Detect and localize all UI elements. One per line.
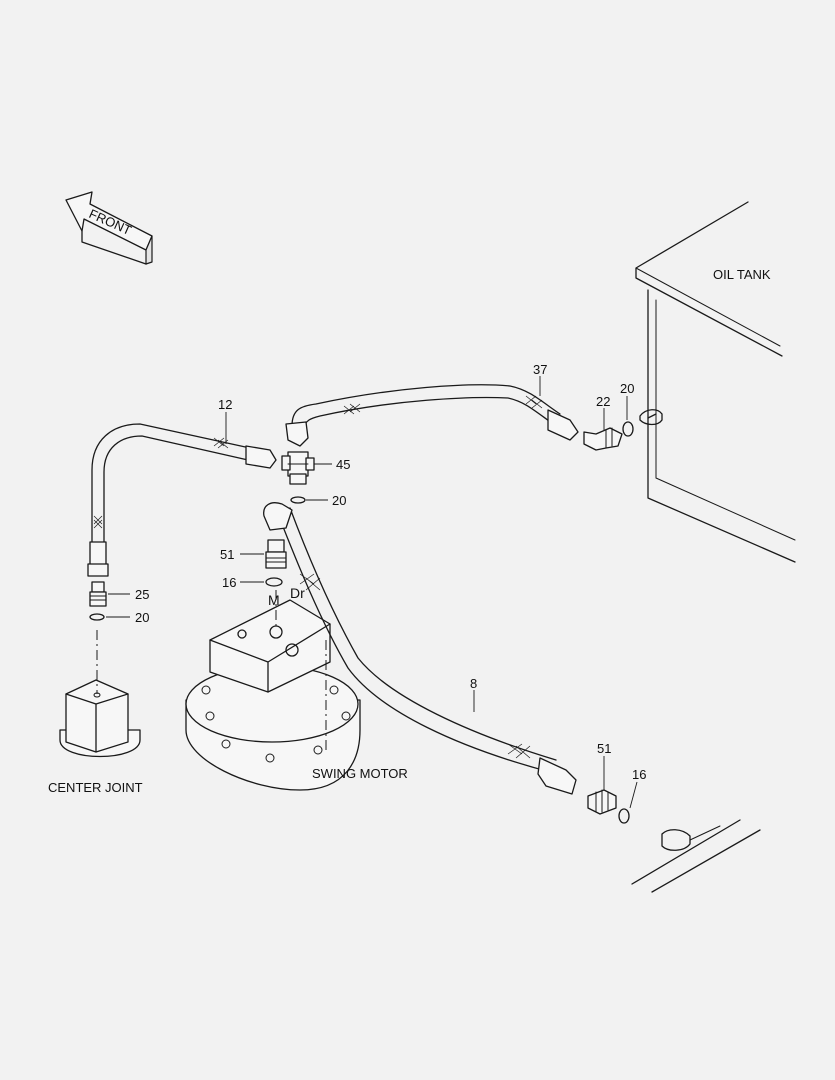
callout-16-motor-label: 16 [222,575,236,590]
callout-22: 22 [596,394,610,430]
callout-37-label: 37 [533,362,547,377]
callout-45: 45 [314,457,350,472]
o-ring-20-joint [89,613,105,621]
o-ring-20-tank [622,421,634,437]
callout-45-label: 45 [336,457,350,472]
tank-return-port [631,819,761,893]
callout-25: 25 [108,587,149,602]
callout-51-tank-label: 51 [597,741,611,756]
callout-20-joint: 20 [106,610,149,625]
o-ring-16-tank [618,808,630,824]
swing-motor: SWING MOTOR M Dr [185,585,408,791]
hose-37 [285,384,579,447]
callout-16-tank-label: 16 [632,767,646,782]
port-m-label: M [268,592,280,608]
fitting-25 [89,581,107,607]
callout-16-tank: 16 [629,767,646,809]
callout-12: 12 [218,397,232,444]
hose-12 [87,423,277,577]
elbow-fitting-22 [583,427,623,451]
front-arrow-label: FRONT [87,206,134,238]
callout-16-motor: 16 [222,575,264,590]
callout-51-motor-label: 51 [220,547,234,562]
o-ring-20-tee [290,496,306,504]
callout-37: 37 [533,362,547,396]
oil-tank-label: OIL TANK [713,267,771,282]
callout-20-tee-label: 20 [332,493,346,508]
swing-motor-label: SWING MOTOR [312,766,408,781]
oil-tank: OIL TANK [635,201,796,563]
callout-51-motor: 51 [220,547,264,562]
hose-8 [263,502,577,795]
tee-fitting-45 [281,451,315,485]
callout-8-label: 8 [470,676,477,691]
front-arrow-icon: FRONT [65,191,153,265]
fitting-51-motor [265,539,287,569]
callout-20-tank: 20 [620,381,634,420]
callout-20-joint-label: 20 [135,610,149,625]
fitting-51-tank [587,789,617,815]
o-ring-16-motor [265,577,283,587]
port-dr-label: Dr [290,585,305,601]
center-joint-label: CENTER JOINT [48,780,143,795]
callout-8: 8 [470,676,477,712]
callout-25-label: 25 [135,587,149,602]
callout-12-label: 12 [218,397,232,412]
callout-22-label: 22 [596,394,610,409]
callout-20-tee: 20 [306,493,346,508]
callout-51-tank: 51 [597,741,611,790]
callout-20-tank-label: 20 [620,381,634,396]
center-joint: CENTER JOINT [48,630,143,795]
